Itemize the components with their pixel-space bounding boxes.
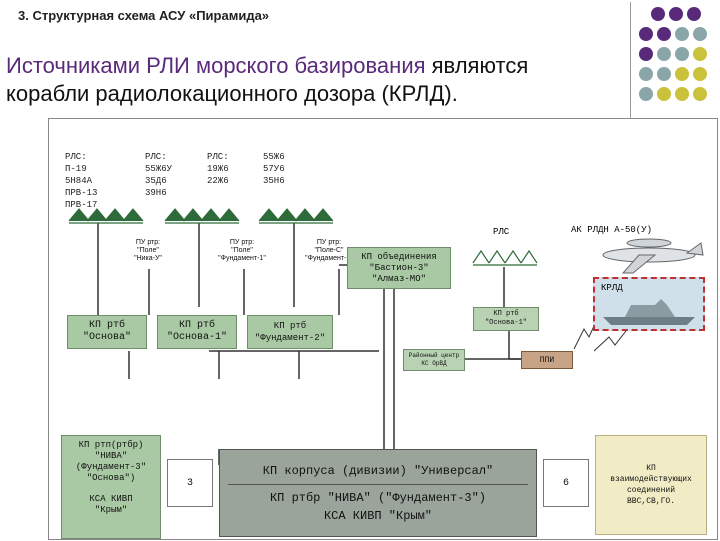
decor-dot xyxy=(693,27,707,41)
decorative-dot-grid xyxy=(639,7,707,101)
link-number-6: 6 xyxy=(543,459,589,507)
kp-rtp-left-box: КП ртп(ртбр)"НИВА"(Фундамент-3""Основа")… xyxy=(61,435,161,539)
headline-rest: являются xyxy=(425,53,529,78)
decor-dot xyxy=(639,47,653,61)
antenna-arrays xyxy=(68,208,334,224)
kp-rtb-osnova1-box: КП ртб"Основа-1" xyxy=(157,315,237,349)
kp-corps-line: КП корпуса (дивизии) "Универсал" xyxy=(262,463,494,478)
decor-dot xyxy=(675,87,689,101)
ship-icon xyxy=(603,299,695,325)
kp-rtb-fundament2-box: КП ртб"Фундамент-2" xyxy=(247,315,333,349)
decor-dot xyxy=(639,87,653,101)
kp-obedineniya-box: КП объединения"Бастион-3""Алмаз-МО" xyxy=(347,247,451,289)
aircraft-icon xyxy=(602,238,704,274)
decor-dot xyxy=(639,27,653,41)
decor-dot xyxy=(687,7,701,21)
decor-dot xyxy=(657,67,671,81)
kp-rtbr-line: КП ртбр "НИВА" ("Фундамент-3") xyxy=(269,490,487,505)
decor-dot xyxy=(657,87,671,101)
headline-highlight: Источниками РЛИ морского базирования xyxy=(6,53,426,78)
decor-dot xyxy=(675,47,689,61)
krld-ship-box: КРЛД xyxy=(593,277,705,331)
right-antenna-array xyxy=(472,249,538,266)
slide-headline: Источниками РЛИ морского базирования явл… xyxy=(6,52,646,108)
decor-dot xyxy=(675,67,689,81)
decor-dot xyxy=(675,27,689,41)
slide-header-title: 3. Структурная схема АСУ «Пирамида» xyxy=(18,8,270,23)
decor-dot xyxy=(693,67,707,81)
decor-dot xyxy=(657,27,671,41)
pu-label-1: ПУ ртр:"Поле""Ника-У" xyxy=(134,239,162,262)
kp-rtb-osnova1-right-box: КП ртб"Основа-1" xyxy=(473,307,539,331)
decor-dot xyxy=(693,87,707,101)
ak-rldn-label: АК РЛДН А-50(У) xyxy=(571,225,653,235)
decor-dot xyxy=(693,47,707,61)
ksa-line: КСА КИВП "Крым" xyxy=(323,508,433,523)
decor-dot xyxy=(669,7,683,21)
ppi-box: ППИ xyxy=(521,351,573,369)
pu-label-3: ПУ ртр:"Поле-С""Фундамент-1" xyxy=(305,239,353,262)
kp-rtb-osnova-box: КП ртб"Основа" xyxy=(67,315,147,349)
diagram-connectors xyxy=(97,223,630,465)
link-number-3: 3 xyxy=(167,459,213,507)
decor-dot xyxy=(639,67,653,81)
pu-label-2: ПУ ртр:"Поле""Фундамент-1" xyxy=(218,239,266,262)
kp-corps-box: КП корпуса (дивизии) "Универсал" КП ртбр… xyxy=(219,449,537,537)
decor-dot xyxy=(657,47,671,61)
header-divider xyxy=(630,2,631,122)
krld-label: КРЛД xyxy=(601,283,623,293)
rls-right-label: РЛС xyxy=(493,227,510,237)
headline-line2: корабли радиолокационного дозора (КРЛД). xyxy=(6,81,458,106)
decor-dot xyxy=(651,7,665,21)
